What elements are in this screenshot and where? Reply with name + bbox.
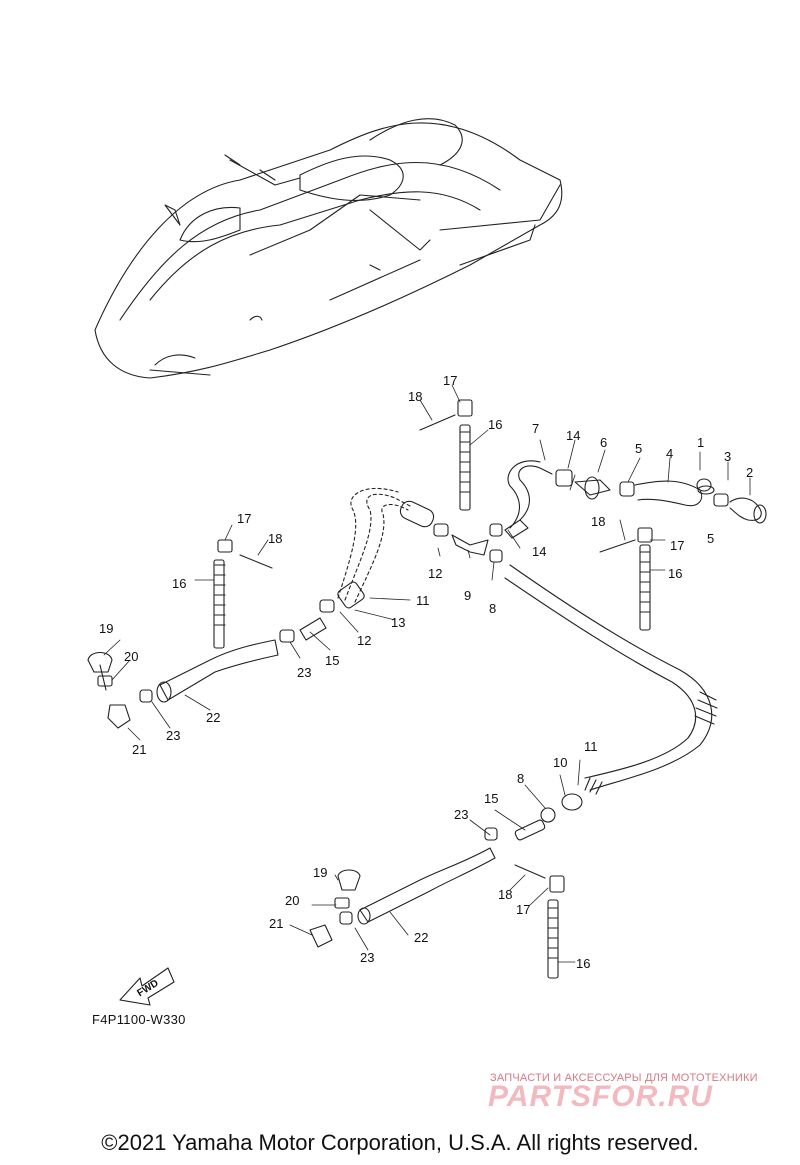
callout-15b: 15 bbox=[484, 791, 498, 806]
callout-5b: 5 bbox=[707, 531, 714, 546]
callout-1: 1 bbox=[697, 435, 704, 450]
callout-19: 19 bbox=[99, 621, 113, 636]
callout-18b: 18 bbox=[268, 531, 282, 546]
leader-lines bbox=[103, 384, 751, 963]
callout-21: 21 bbox=[132, 742, 146, 757]
callout-20b: 20 bbox=[285, 893, 299, 908]
callout-8b: 8 bbox=[517, 771, 524, 786]
callout-16c: 16 bbox=[668, 566, 682, 581]
callout-18c: 18 bbox=[591, 514, 605, 529]
callout-8: 8 bbox=[489, 601, 496, 616]
callout-18d: 18 bbox=[498, 887, 512, 902]
callout-17c: 17 bbox=[670, 538, 684, 553]
callout-16d: 16 bbox=[576, 956, 590, 971]
callout-6: 6 bbox=[600, 435, 607, 450]
callout-23: 23 bbox=[166, 728, 180, 743]
callout-20: 20 bbox=[124, 649, 138, 664]
upper-tie-straps bbox=[419, 399, 653, 631]
callout-9: 9 bbox=[464, 588, 471, 603]
callout-11b: 11 bbox=[584, 739, 598, 754]
callout-14b: 14 bbox=[532, 544, 546, 559]
callout-5: 5 bbox=[635, 441, 642, 456]
fwd-label: FWD bbox=[135, 978, 160, 999]
fwd-arrow-icon bbox=[119, 967, 175, 1006]
watercraft-illustration bbox=[94, 118, 563, 379]
watermark-tagline: ЗАПЧАСТИ И АКСЕССУАРЫ ДЛЯ МОТОТЕХНИКИ bbox=[490, 1072, 758, 1084]
callout-11: 11 bbox=[416, 593, 430, 608]
upper-hose-assembly bbox=[507, 460, 767, 529]
callout-3: 3 bbox=[724, 449, 731, 464]
callout-labels: 1 2 3 4 5 5 6 7 8 8 9 10 11 11 12 12 13 … bbox=[99, 373, 753, 999]
copyright-notice: ©2021 Yamaha Motor Corporation, U.S.A. A… bbox=[101, 1130, 699, 1155]
callout-18: 18 bbox=[408, 389, 422, 404]
callout-13: 13 bbox=[391, 615, 405, 630]
callout-7: 7 bbox=[532, 421, 539, 436]
callout-2: 2 bbox=[746, 465, 753, 480]
callout-23c: 23 bbox=[454, 807, 468, 822]
callout-12: 12 bbox=[428, 566, 442, 581]
left-hose-assembly bbox=[87, 539, 335, 729]
callout-10: 10 bbox=[553, 755, 567, 770]
callout-17d: 17 bbox=[516, 902, 530, 917]
callout-17b: 17 bbox=[237, 511, 251, 526]
callout-23d: 23 bbox=[360, 950, 374, 965]
callout-12b: 12 bbox=[357, 633, 371, 648]
callout-15: 15 bbox=[325, 653, 339, 668]
lower-hose-assembly bbox=[309, 819, 565, 979]
callout-16b: 16 bbox=[172, 576, 186, 591]
callout-21b: 21 bbox=[269, 916, 283, 931]
callout-19b: 19 bbox=[313, 865, 327, 880]
tee-fitting-group bbox=[433, 519, 529, 563]
callout-16: 16 bbox=[488, 417, 502, 432]
callout-14: 14 bbox=[566, 428, 580, 443]
callout-4: 4 bbox=[666, 446, 673, 461]
callout-17: 17 bbox=[443, 373, 457, 388]
callout-22: 22 bbox=[206, 710, 220, 725]
main-water-hose bbox=[337, 487, 718, 823]
diagram-code: F4P1100-W330 bbox=[92, 1012, 186, 1027]
watermark-brand: PARTSFOR.RU bbox=[488, 1080, 713, 1113]
callout-22b: 22 bbox=[414, 930, 428, 945]
callout-23b: 23 bbox=[297, 665, 311, 680]
